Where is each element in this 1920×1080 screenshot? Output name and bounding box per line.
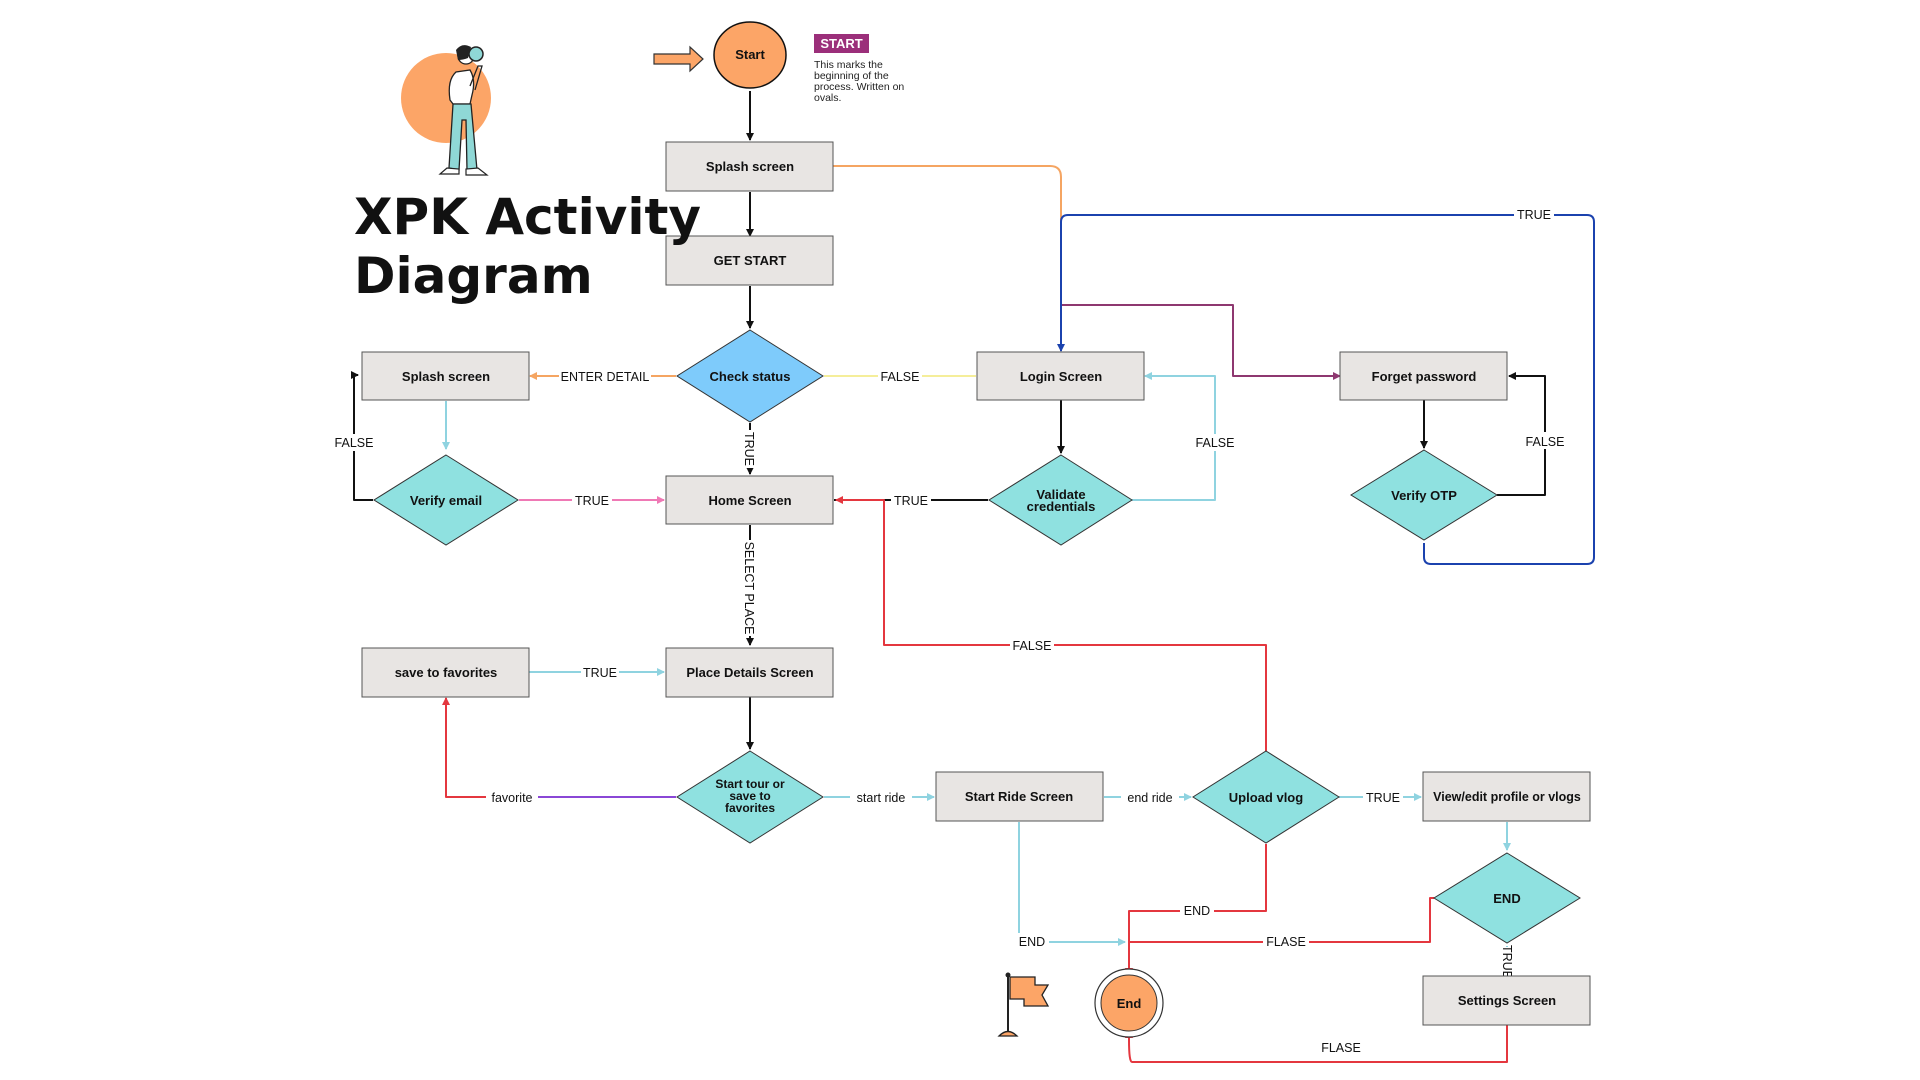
label-false-check: FALSE [881,370,920,384]
place-details-box [665,647,834,698]
label-end-upload: END [1184,904,1210,918]
page-title: XPK Activity Diagram [354,188,701,306]
splash-screen-left [361,351,530,401]
upload-vlog-decision [1192,750,1340,844]
label-false-validate: FALSE [1196,436,1235,450]
get-start-box [665,235,834,286]
end-label: End [1117,996,1142,1011]
start-label: Start [735,47,765,62]
label-true-check: TRUE [742,432,756,466]
title-line-2: Diagram [354,247,593,305]
start-arrow-icon [653,45,704,73]
home-screen-label: Home Screen [708,493,791,508]
splash-screen-top [665,141,834,192]
login-screen-box [976,351,1145,401]
verify-otp-label: Verify OTP [1391,488,1457,503]
splash-screen-top-label: Splash screen [706,159,794,174]
start-node [713,21,787,89]
label-false-email: FALSE [335,436,374,450]
edge-favorite-red [442,697,548,798]
check-status-label: Check status [710,369,791,384]
edge-login-forget [1061,304,1341,380]
profile-label: View/edit profile or vlogs [1433,790,1581,804]
forget-password-box [1339,351,1508,401]
label-end-ride-screen: END [1019,935,1045,949]
start-legend-description: This marks the beginning of the process.… [814,59,905,104]
label-true-email: TRUE [575,494,609,508]
edge-otp-login-true [1057,214,1595,565]
label-false-upload: FALSE [1013,639,1052,653]
label-start-ride: start ride [857,791,906,805]
edge-splash-login-orange [833,165,1062,350]
label-select-place: SELECT PLACE [742,542,756,635]
settings-box [1422,975,1591,1026]
start-tour-decision [676,750,824,844]
start-ride-box [935,771,1104,822]
home-screen-box [665,475,834,525]
finish-flag-icon [997,972,1050,1037]
edge-settings-end [1125,1025,1508,1063]
label-true-fav: TRUE [583,666,617,680]
verify-email-decision [373,454,519,546]
label-flase-end: FLASE [1266,935,1306,949]
verify-otp-decision [1350,449,1498,541]
login-screen-label: Login Screen [1020,369,1102,384]
get-start-label: GET START [714,253,787,268]
label-false-otp: FALSE [1526,435,1565,449]
upload-vlog-label: Upload vlog [1229,790,1303,805]
label-end-ride: end ride [1127,791,1172,805]
save-favorites-box [361,647,530,698]
label-true-otp: TRUE [1517,208,1551,222]
end-node [1100,974,1158,1032]
label-enter-detail: ENTER DETAIL [561,370,650,384]
label-true-end: TRUE [1500,945,1514,979]
end-decision [1433,852,1581,944]
start-legend-tag: START [814,34,869,53]
check-status-decision [676,329,824,423]
person-with-magnifier-icon [401,45,491,176]
place-details-label: Place Details Screen [686,665,813,680]
label-favorite: favorite [492,791,533,805]
settings-label: Settings Screen [1458,993,1556,1008]
title-line-1: XPK Activity [354,188,701,246]
validate-decision [988,454,1133,546]
edge-ride-end [1018,822,1126,946]
forget-password-label: Forget password [1372,369,1477,384]
splash-screen-left-label: Splash screen [402,369,490,384]
edge-upload-home-false [835,496,1267,751]
save-favorites-label: save to favorites [395,665,498,680]
end-decision-label: END [1493,891,1520,906]
label-flase-settings: FLASE [1321,1041,1361,1055]
verify-email-label: Verify email [410,493,482,508]
label-true-validate: TRUE [894,494,928,508]
profile-box [1422,771,1591,822]
label-true-upload: TRUE [1366,791,1400,805]
start-ride-label: Start Ride Screen [965,789,1073,804]
